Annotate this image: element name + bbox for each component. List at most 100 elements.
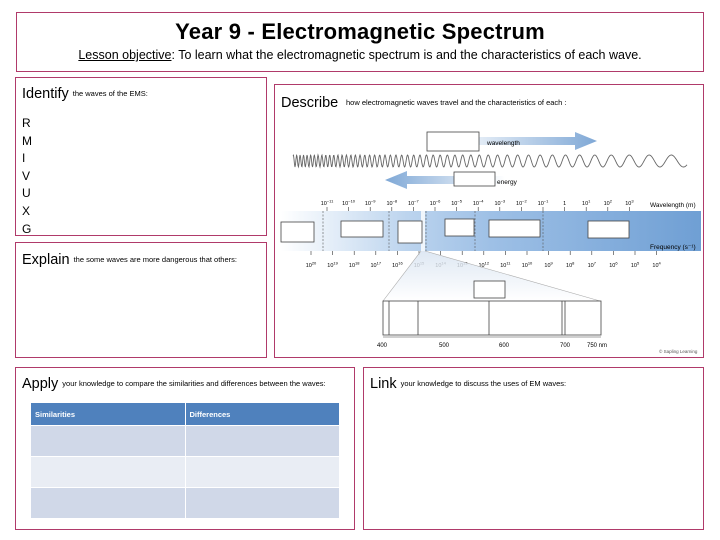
- answer-box-infrared[interactable]: [444, 218, 475, 237]
- frequency-tick-label: 1019: [327, 261, 338, 270]
- lesson-objective: Lesson objective: To learn what the elec…: [17, 48, 703, 62]
- wave-letter: R: [22, 116, 31, 130]
- energy-arrow-label: energy: [497, 179, 518, 186]
- funnel-edge-right: [424, 250, 601, 302]
- nm-tick-700: 700: [560, 343, 571, 349]
- wavelength-tick-label: 101: [582, 199, 591, 208]
- wave-letter: X: [22, 203, 31, 218]
- table-row: [30, 487, 340, 519]
- funnel-edge-left: [382, 250, 422, 302]
- nm-tick-750: 750 nm: [587, 343, 607, 349]
- table-header-row: Similarities Differences: [30, 402, 340, 426]
- wavelength-tick-label: 102: [604, 199, 613, 208]
- table-cell[interactable]: [30, 487, 186, 519]
- wave-letter-list: R M I V U X G: [22, 115, 260, 238]
- table-cell[interactable]: [184, 425, 340, 457]
- wavelength-tick-label: 10−8: [386, 199, 397, 208]
- link-subtext: your knowledge to discuss the uses of EM…: [400, 379, 567, 388]
- energy-arrow: [385, 171, 505, 189]
- wavelength-tick-label: 10−5: [451, 199, 462, 208]
- table-row: [30, 425, 340, 457]
- region-divider-group: [322, 211, 544, 251]
- frequency-tick-label: 107: [588, 261, 597, 270]
- table-cell[interactable]: [30, 425, 186, 457]
- objective-text: : To learn what the electromagnetic spec…: [171, 48, 642, 62]
- wave-graphic: [292, 153, 688, 169]
- frequency-tick-label: 105: [631, 261, 640, 270]
- wavelength-tick-label: 10−10: [342, 199, 356, 208]
- explain-heading-text: Explain: [22, 252, 70, 268]
- describe-panel: Describe how electromagnetic waves trave…: [274, 84, 704, 358]
- explain-subtext: the some waves are more dangerous that o…: [73, 255, 237, 264]
- nm-tick-600: 600: [499, 343, 510, 349]
- answer-box-xray[interactable]: [340, 220, 384, 238]
- column-header-differences: Differences: [184, 402, 340, 426]
- wavelength-tick-label: 10−11: [321, 199, 334, 208]
- objective-label: Lesson objective: [78, 48, 172, 62]
- answer-box-wave-travel[interactable]: [426, 131, 480, 152]
- wavelength-tick-label: 10−4: [473, 199, 484, 208]
- wavelength-tick-label: 10−6: [430, 199, 441, 208]
- identify-heading-text: Identify: [22, 86, 69, 102]
- table-cell[interactable]: [30, 456, 186, 488]
- answer-box-microwave[interactable]: [488, 219, 541, 238]
- wavelength-tick-label: 10−3: [494, 199, 505, 208]
- describe-subtext: how electromagnetic waves travel and the…: [346, 98, 567, 107]
- title-panel: Year 9 - Electromagnetic Spectrum Lesson…: [16, 12, 704, 72]
- frequency-tick-label: 1010: [522, 261, 533, 270]
- table-cell[interactable]: [184, 456, 340, 488]
- wavelength-tick-label: 10−1: [538, 199, 549, 208]
- diagram-credit: © Sapling Learning: [659, 348, 698, 354]
- frequency-tick-label: 104: [652, 261, 661, 270]
- column-header-similarities: Similarities: [30, 402, 186, 426]
- frequency-tick-label: 1011: [500, 261, 511, 270]
- table-row: [30, 456, 340, 488]
- frequency-tick-label: 1017: [371, 261, 382, 270]
- visible-zoom-funnel: [383, 251, 600, 301]
- wavelength-tick-label: 103: [625, 199, 634, 208]
- frequency-tick-label: 1012: [479, 261, 490, 270]
- visible-region-strip: [421, 211, 425, 251]
- wavelength-tick-label: 10−7: [408, 199, 419, 208]
- visible-spectrum-strip: [382, 300, 602, 336]
- describe-heading-text: Describe: [281, 95, 338, 111]
- wavelength-arrow-label: wavelength: [486, 140, 520, 147]
- frequency-axis-label: Frequency (s⁻¹): [650, 244, 696, 251]
- nm-tick-500: 500: [439, 343, 450, 349]
- wave-letter: I: [22, 151, 26, 166]
- wavelength-arrow: [445, 132, 597, 150]
- link-heading-text: Link: [370, 376, 397, 392]
- frequency-tick-group: 1020101910181017101610151014101310121011…: [306, 251, 662, 269]
- answer-box-energy[interactable]: [453, 171, 496, 187]
- wavelength-axis-label: Wavelength (m): [650, 202, 696, 209]
- table-cell[interactable]: [184, 487, 340, 519]
- frequency-tick-label: 1018: [349, 261, 360, 270]
- wavelength-tick-label: 10−2: [516, 199, 527, 208]
- frequency-tick-label: 1020: [306, 261, 317, 270]
- apply-subtext: your knowledge to compare the similariti…: [62, 379, 326, 388]
- wave-letter: G: [22, 221, 32, 236]
- em-spectrum-diagram: Describe how electromagnetic waves trave…: [280, 95, 701, 354]
- wave-letter: U: [22, 186, 31, 201]
- answer-box-gamma[interactable]: [280, 221, 315, 243]
- answer-box-radio[interactable]: [587, 220, 630, 239]
- identify-subtext: the waves of the EMS:: [72, 89, 148, 98]
- frequency-tick-label: 108: [566, 261, 575, 270]
- wavelength-tick-label: 10−9: [365, 199, 376, 208]
- answer-box-visible[interactable]: [473, 280, 506, 299]
- nm-tick-400: 400: [377, 343, 388, 349]
- frequency-tick-label: 106: [609, 261, 618, 270]
- page-title: Year 9 - Electromagnetic Spectrum: [175, 19, 545, 44]
- answer-box-ultraviolet[interactable]: [397, 220, 423, 244]
- wavelength-tick-label: 1: [563, 201, 566, 207]
- wave-letter: V: [22, 168, 31, 183]
